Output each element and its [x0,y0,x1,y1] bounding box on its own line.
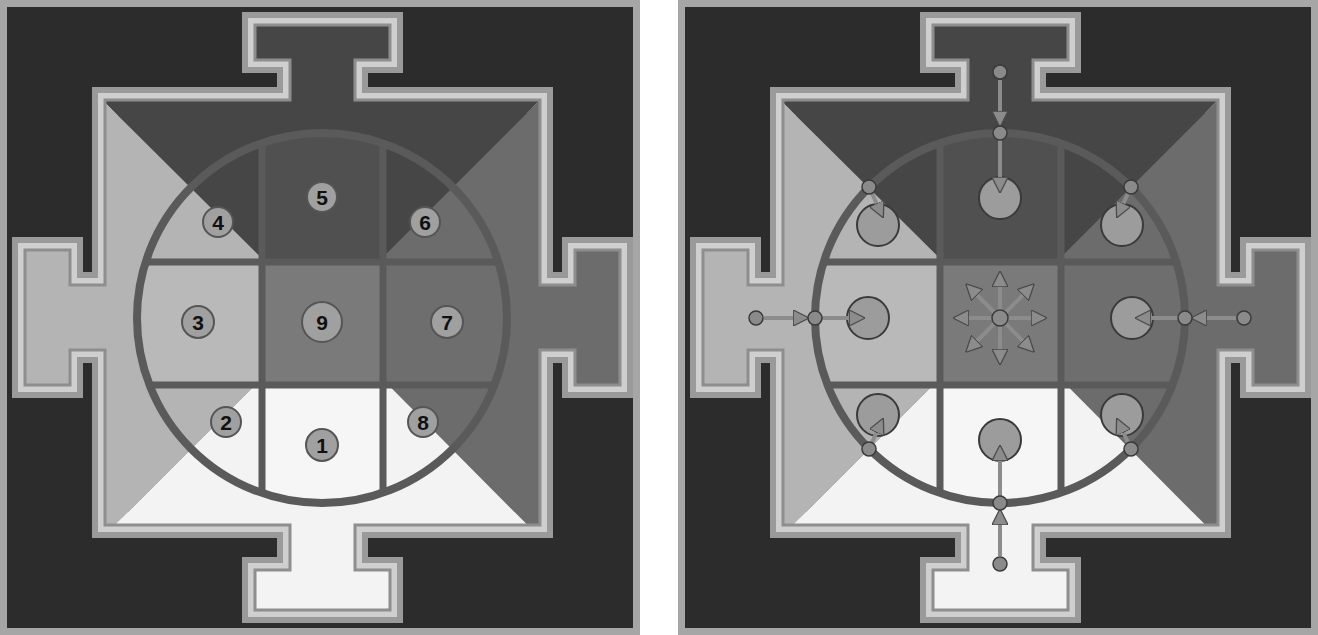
number-circle: 8 [407,406,439,438]
number-circle: 1 [305,428,339,462]
number-circle: 4 [202,206,234,238]
callout-number: 5 [316,187,328,208]
number-circle: 5 [306,181,338,213]
callout-number: 8 [417,412,429,433]
node-layer: 4 5 6 3 9 7 2 1 8 [0,0,640,635]
callout-number: 2 [220,412,232,433]
callout-number: 7 [441,312,453,333]
number-circle: 6 [409,206,441,238]
callout-number: 6 [419,212,431,233]
callout-number: 1 [316,435,328,456]
callout-number: 4 [212,212,224,233]
number-circle: 9 [301,301,343,343]
number-circle: 3 [181,305,215,339]
flow-arrows [749,65,1251,571]
mandala-right [478,0,1318,635]
number-circle: 2 [210,406,242,438]
callout-number: 9 [316,312,328,333]
number-circle: 7 [430,305,464,339]
callout-number: 3 [192,312,204,333]
